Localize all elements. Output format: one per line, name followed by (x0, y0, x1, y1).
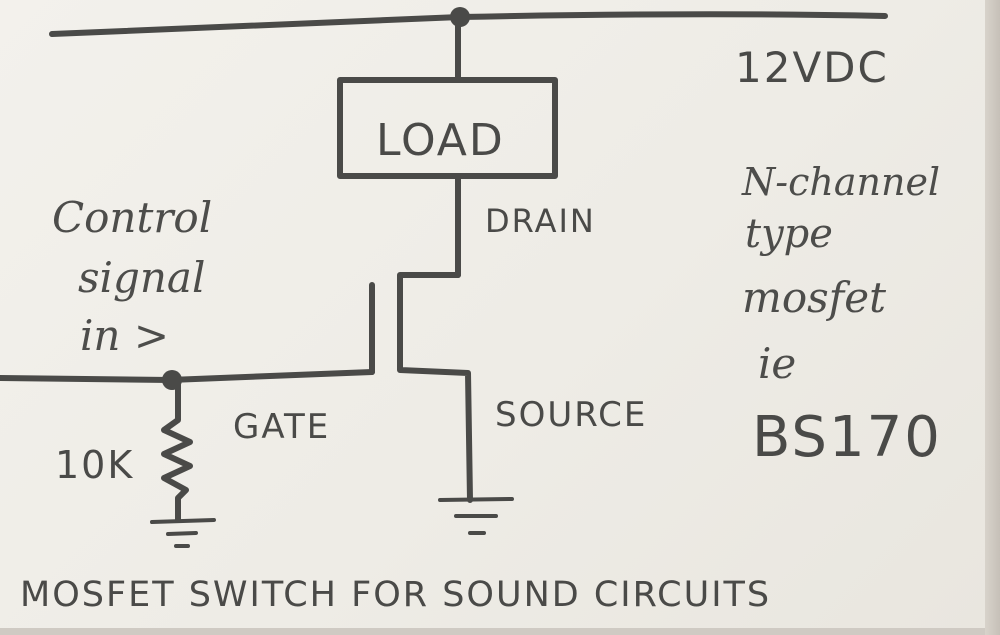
source-ground-line1 (438, 497, 514, 502)
gate-wire (0, 369, 375, 383)
pulldown-resistor (161, 382, 193, 523)
load-label: LOAD (376, 115, 505, 166)
resistor-label: 10K (55, 443, 134, 487)
supply-label: 12VDC (735, 43, 889, 92)
control-label-line2: signal (78, 253, 205, 302)
type-label-line5: BS170 (752, 405, 942, 470)
type-label-line4: ie (758, 339, 796, 388)
resistor-ground-line2 (166, 531, 198, 536)
type-label-line3: mosfet (742, 273, 886, 322)
type-label-line2: type (745, 211, 833, 257)
drain-source-channel (397, 272, 473, 503)
type-label-line1: N-channel (741, 160, 940, 204)
paper-edge (985, 0, 1000, 635)
source-label: SOURCE (495, 395, 647, 435)
resistor-ground-line1 (150, 518, 216, 524)
gate-label: GATE (233, 407, 330, 447)
load-box (337, 77, 558, 179)
diagram-caption: MOSFET SWITCH FOR SOUND CIRCUITS (20, 575, 771, 615)
control-label-line3: in > (80, 311, 169, 360)
drain-label: DRAIN (485, 202, 596, 240)
control-label-line1: Control (52, 193, 212, 242)
